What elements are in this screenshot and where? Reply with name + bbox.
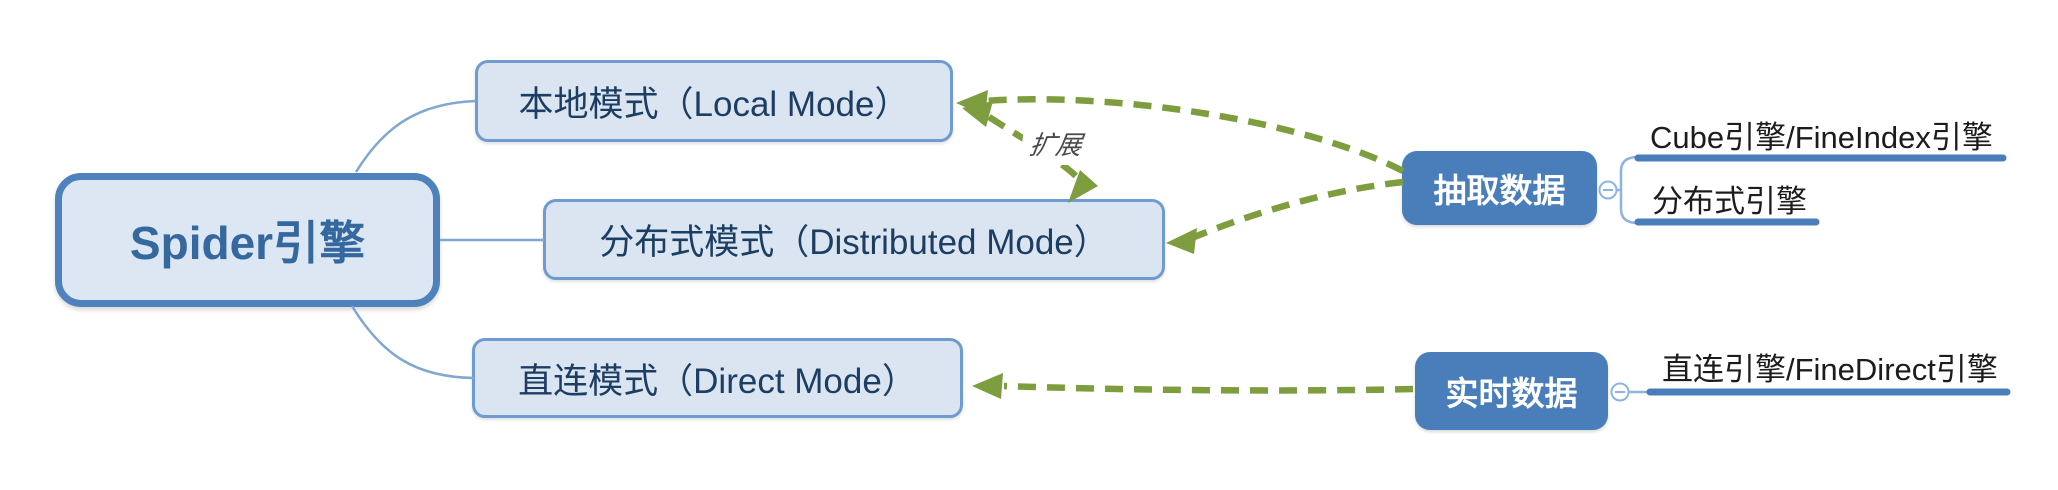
arrow-realtime-to-direct (972, 373, 1414, 399)
edge-label-extend: 扩展 (1018, 122, 1094, 165)
arrowhead (962, 101, 993, 127)
label-cube-fineindex-engine: Cube引擎/FineIndex引擎 (1650, 120, 1993, 155)
edge-root-direct (350, 305, 475, 380)
node-distributed-mode: 分布式模式（Distributed Mode） (543, 199, 1165, 280)
label-distributed-engine: 分布式引擎 (1652, 184, 1807, 219)
node-realtime-data: 实时数据 (1415, 352, 1608, 430)
arrow-extract-to-distributed (1166, 178, 1404, 254)
node-local-mode: 本地模式（Local Mode） (475, 60, 953, 142)
node-direct-mode: 直连模式（Direct Mode） (472, 338, 963, 418)
arrowhead (1166, 228, 1197, 254)
collapse-toggle-realtime[interactable] (1610, 382, 1630, 402)
arrowhead (972, 373, 1003, 399)
node-extract-data: 抽取数据 (1402, 151, 1597, 225)
arrowhead (956, 90, 988, 116)
label-direct-finedirect-engine: 直连引擎/FineDirect引擎 (1662, 352, 1998, 387)
collapse-toggle-extract[interactable] (1598, 180, 1618, 200)
node-spider-engine: Spider引擎 (55, 173, 440, 307)
bracket-extract-children (1617, 155, 1639, 225)
edge-root-local (354, 99, 477, 173)
